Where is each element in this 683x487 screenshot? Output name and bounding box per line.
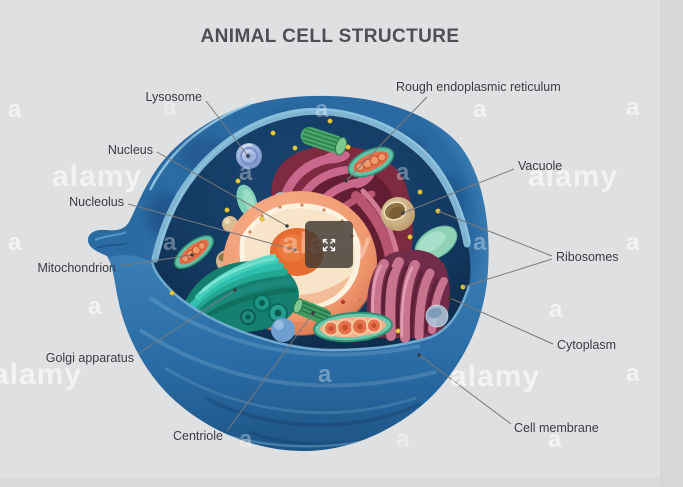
centriole-top-graphic <box>300 126 348 156</box>
mitochondrion-bottom-graphic <box>313 311 393 343</box>
label-golgi-apparatus: Golgi apparatus <box>45 351 134 365</box>
label-nucleus: Nucleus <box>107 143 153 157</box>
ribosomes-graphic <box>224 118 466 290</box>
label-cytoplasm: Cytoplasm <box>557 338 617 352</box>
cell-bowl-graphic <box>109 255 488 452</box>
vesicle-blue-graphic <box>271 318 295 342</box>
diagram-title: ANIMAL CELL STRUCTURE <box>200 26 460 47</box>
label-cell-membrane: Cell membrane <box>514 421 599 435</box>
leader-lines <box>119 96 554 432</box>
label-vacuole: Vacuole <box>518 159 563 173</box>
label-mitochondrion: Mitochondrion <box>37 261 116 275</box>
page-bottom-strip <box>0 478 660 487</box>
vesicle-cup-graphic <box>425 304 449 328</box>
label-centriole: Centriole <box>172 429 223 443</box>
label-nucleolus: Nucleolus <box>69 195 124 209</box>
label-lysosome: Lysosome <box>145 90 202 104</box>
label-ribosomes: Ribosomes <box>556 250 619 264</box>
mitochondrion-left-graphic <box>174 235 214 269</box>
expand-button[interactable] <box>305 221 353 268</box>
page-side-strip <box>660 0 683 487</box>
expand-arrows-icon <box>322 238 336 251</box>
label-rough-er: Rough endoplasmic reticulum <box>396 80 561 94</box>
vacuole-graphic <box>381 197 415 231</box>
leader-dots <box>190 154 452 357</box>
